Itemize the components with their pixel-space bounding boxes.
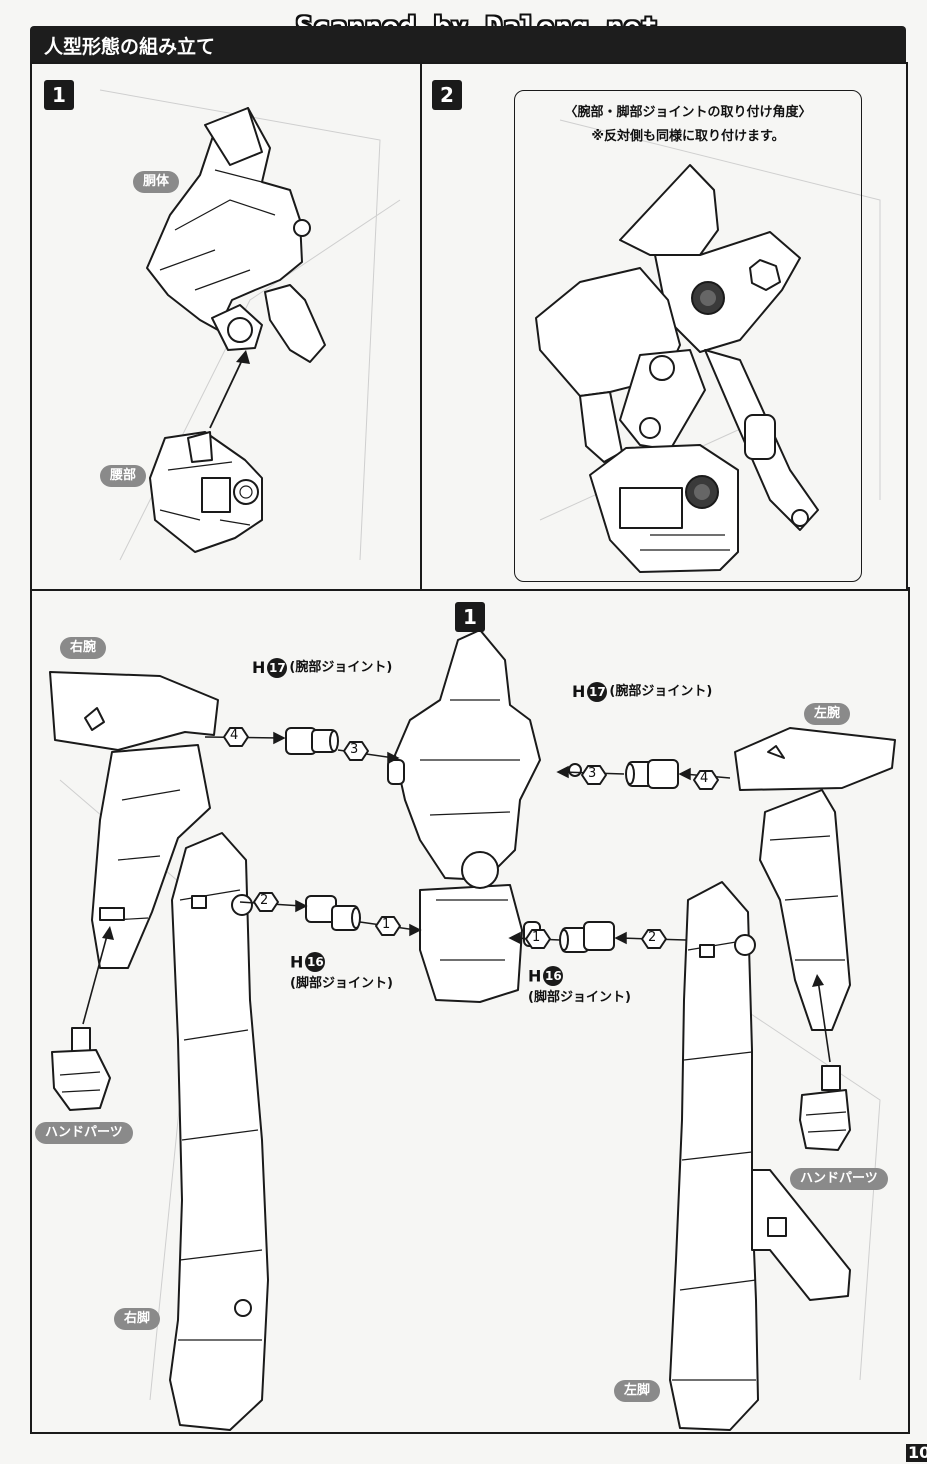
right-leg-illustration (169, 832, 269, 1431)
part-name: (脚部ジョイント) (290, 976, 393, 991)
panel-step-1 (30, 62, 422, 591)
label-left-leg: 左脚 (614, 1380, 661, 1402)
callout-title: 〈腕部・脚部ジョイントの取り付け角度〉 (564, 105, 812, 120)
leg-joint-right (559, 921, 615, 953)
label-torso: 胴体 (133, 171, 180, 193)
seq-marker-3-right: 3 (588, 766, 597, 781)
step-1-badge: 1 (44, 80, 74, 110)
sequence-hexagons (223, 727, 719, 949)
left-leg-illustration (669, 881, 851, 1431)
leg-joint-left (305, 895, 361, 931)
seq-marker-1-left: 1 (382, 917, 391, 932)
seq-marker-4-left: 4 (230, 728, 239, 743)
section-title: 人型形態の組み立て (44, 36, 216, 58)
step-1-reference-badge: 1 (455, 602, 485, 632)
part-number: 16 (305, 952, 326, 972)
waist-illustration (149, 431, 263, 553)
page-number: 10 (906, 1444, 927, 1462)
arm-joint-right (625, 759, 679, 789)
part-number: 17 (587, 681, 608, 702)
part-name: (脚部ジョイント) (528, 990, 631, 1005)
seq-marker-2-right: 2 (648, 930, 657, 945)
center-torso-illustration (387, 629, 582, 1003)
label-right-leg: 右脚 (114, 1308, 161, 1330)
label-left-arm: 左腕 (804, 703, 851, 725)
torso-illustration (146, 107, 326, 363)
flow-arrows (204, 731, 731, 945)
right-arm-illustration (49, 671, 219, 969)
left-hand-illustration (799, 1065, 851, 1151)
right-hand-illustration (51, 1027, 111, 1111)
joint-angle-illustration (535, 164, 819, 573)
runner-letter: H (290, 952, 304, 972)
seq-marker-1-right: 1 (532, 930, 541, 945)
label-left-hand: ハンドパーツ (790, 1168, 888, 1190)
panel-full-assembly (30, 587, 910, 1434)
left-arm-illustration (734, 727, 896, 1031)
step-2-badge: 2 (432, 80, 462, 110)
runner-letter: H (572, 682, 586, 701)
label-right-arm: 右腕 (60, 637, 107, 659)
part-name: (腕部ジョイント) (289, 660, 393, 675)
label-waist: 腰部 (100, 465, 147, 487)
joint-angle-callout: 〈腕部・脚部ジョイントの取り付け角度〉 ※反対側も同様に取り付けます。 (514, 90, 862, 582)
callout-note: ※反対側も同様に取り付けます。 (591, 129, 785, 144)
runner-letter: H (528, 966, 542, 986)
arm-joint-left (285, 727, 339, 755)
panel-step-2 (418, 62, 908, 591)
seq-marker-2-left: 2 (260, 893, 269, 908)
section-title-bar: 人型形態の組み立て (30, 26, 906, 62)
seq-marker-4-right: 4 (700, 771, 709, 786)
seq-marker-3-left: 3 (350, 742, 359, 757)
runner-letter: H (252, 658, 266, 677)
part-number: 16 (543, 966, 564, 986)
part-name: (腕部ジョイント) (609, 684, 713, 699)
label-right-hand: ハンドパーツ (35, 1122, 133, 1144)
part-number: 17 (267, 657, 288, 678)
